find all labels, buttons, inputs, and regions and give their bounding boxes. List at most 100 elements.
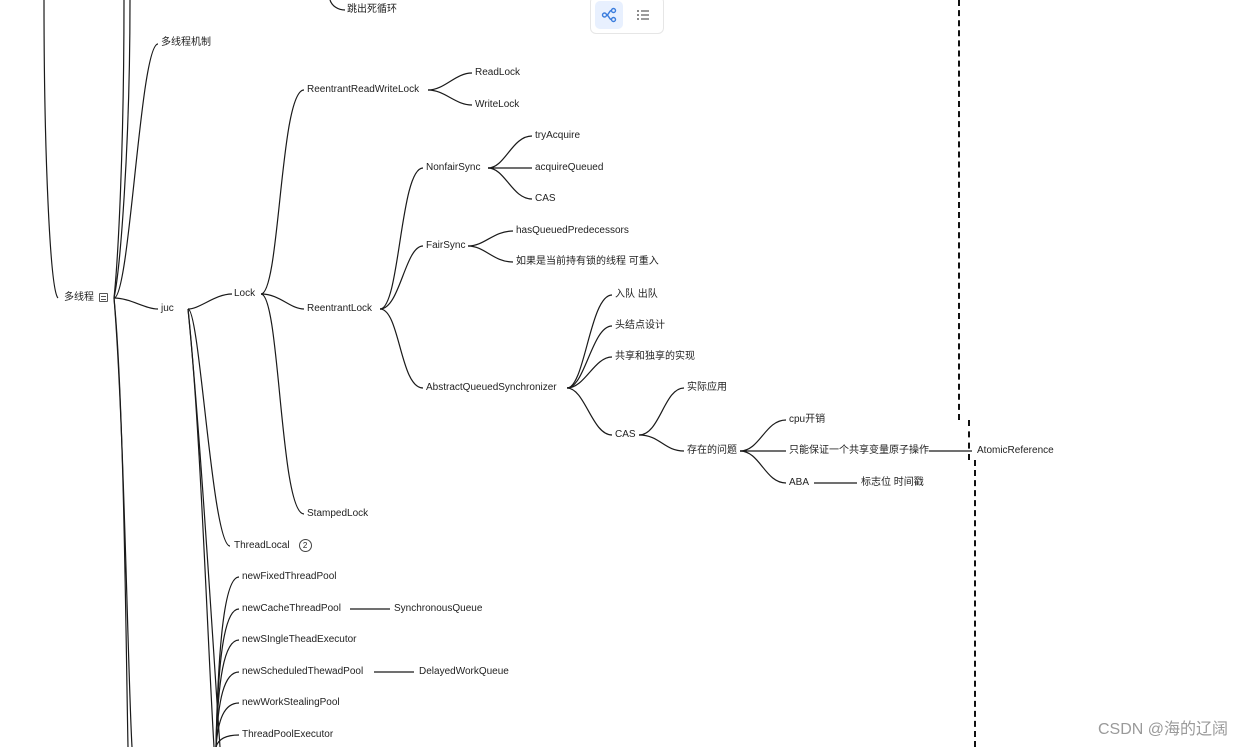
- node-stamped-lock[interactable]: StampedLock: [307, 507, 368, 521]
- node-root-multithread[interactable]: 多线程: [64, 291, 108, 305]
- node-label: Lock: [234, 288, 256, 299]
- node-label: CAS: [615, 429, 636, 440]
- node-problems[interactable]: 存在的问题: [687, 444, 737, 458]
- edge: [566, 325, 613, 389]
- edge: [427, 72, 473, 91]
- edge: [43, 0, 59, 299]
- node-label: acquireQueued: [535, 162, 604, 173]
- node-label: ThreadPoolExecutor: [242, 729, 334, 740]
- node-enqueue-dequeue[interactable]: 入队 出队: [615, 288, 658, 302]
- edge: [187, 308, 221, 747]
- node-thread-pool-executor[interactable]: ThreadPoolExecutor: [242, 728, 333, 742]
- node-label: 入队 出队: [615, 289, 658, 300]
- node-label: 多线程: [64, 292, 94, 303]
- edge: [467, 245, 514, 263]
- node-label: 多线程机制: [161, 37, 211, 48]
- edge: [427, 89, 473, 106]
- node-work-stealing-pool[interactable]: newWorkStealingPool: [242, 696, 340, 710]
- node-juc[interactable]: juc: [161, 302, 174, 316]
- node-cache-thread-pool[interactable]: newCacheThreadPool: [242, 602, 341, 616]
- node-label: StampedLock: [307, 508, 369, 519]
- node-reentrant-lock[interactable]: ReentrantLock: [307, 302, 372, 316]
- node-read-lock[interactable]: ReadLock: [475, 66, 520, 80]
- node-practical-use[interactable]: 实际应用: [687, 381, 727, 395]
- node-acquire-queued[interactable]: acquireQueued: [535, 161, 603, 175]
- edge: [215, 671, 240, 747]
- note-icon[interactable]: [99, 292, 108, 302]
- collapsed-count-badge[interactable]: 2: [298, 539, 312, 552]
- node-lock[interactable]: Lock: [234, 287, 255, 301]
- watermark: CSDN @海的辽阔: [1097, 721, 1228, 738]
- edge: [487, 135, 533, 169]
- edge: [739, 450, 787, 484]
- outline-view-button[interactable]: [629, 1, 657, 29]
- list-icon: [637, 10, 649, 20]
- node-fixed-thread-pool[interactable]: newFixedThreadPool: [242, 570, 337, 584]
- node-loop-exit[interactable]: 跳出死循环: [347, 3, 397, 17]
- node-shared-exclusive[interactable]: 共享和独享的实现: [615, 350, 695, 364]
- node-label: hasQueuedPredecessors: [516, 225, 629, 236]
- node-try-acquire[interactable]: tryAcquire: [535, 129, 580, 143]
- edge: [260, 89, 305, 295]
- node-reentrant-note[interactable]: 如果是当前持有锁的线程 可重入: [516, 255, 659, 269]
- node-synchronous-queue[interactable]: SynchronousQueue: [394, 602, 482, 616]
- node-label: newFixedThreadPool: [242, 571, 337, 582]
- edge: [215, 576, 240, 747]
- node-label: SynchronousQueue: [394, 603, 483, 614]
- edge: [638, 434, 685, 452]
- node-label: 标志位 时间戳: [861, 477, 924, 488]
- edge: [113, 43, 159, 299]
- view-toolbar: [590, 0, 664, 34]
- node-label: newScheduledThewadPool: [242, 666, 364, 677]
- edge: [638, 387, 685, 436]
- node-cpu-overhead[interactable]: cpu开销: [789, 413, 825, 427]
- node-delayed-work-queue[interactable]: DelayedWorkQueue: [419, 665, 509, 679]
- node-label: 存在的问题: [687, 445, 737, 456]
- node-label: 头结点设计: [615, 320, 665, 331]
- edge: [260, 293, 305, 515]
- edge: [113, 297, 129, 747]
- edge: [260, 293, 305, 310]
- node-label: DelayedWorkQueue: [419, 666, 509, 677]
- mindmap-view-button[interactable]: [595, 1, 623, 29]
- edge: [379, 308, 424, 389]
- node-label: AtomicReference: [977, 445, 1054, 456]
- dashed-separator: [958, 0, 960, 420]
- node-has-queued-predecessors[interactable]: hasQueuedPredecessors: [516, 224, 629, 238]
- edge: [467, 230, 514, 247]
- edge: [113, 0, 125, 299]
- node-label: juc: [161, 303, 174, 314]
- edge: [215, 734, 240, 747]
- node-atomic-reference[interactable]: AtomicReference: [977, 444, 1054, 458]
- node-cas-nonfair[interactable]: CAS: [535, 192, 556, 206]
- node-cas-aqs[interactable]: CAS: [615, 428, 636, 442]
- node-head-node-design[interactable]: 头结点设计: [615, 319, 665, 333]
- node-single-variable-atomic[interactable]: 只能保证一个共享变量原子操作: [789, 444, 929, 458]
- node-aqs[interactable]: AbstractQueuedSynchronizer: [426, 381, 557, 395]
- node-label: 跳出死循环: [347, 4, 397, 15]
- mindmap-icon: [601, 7, 617, 23]
- node-label: newWorkStealingPool: [242, 697, 340, 708]
- node-fair-sync[interactable]: FairSync: [426, 239, 465, 253]
- edge: [566, 387, 613, 436]
- node-label: cpu开销: [789, 414, 826, 425]
- node-label: ReentrantReadWriteLock: [307, 84, 420, 95]
- node-write-lock[interactable]: WriteLock: [475, 98, 519, 112]
- node-label: ReadLock: [475, 67, 521, 78]
- node-nonfair-sync[interactable]: NonfairSync: [426, 161, 480, 175]
- node-label: tryAcquire: [535, 130, 581, 141]
- node-reentrant-read-write-lock[interactable]: ReentrantReadWriteLock: [307, 83, 419, 97]
- node-single-thread-executor[interactable]: newSIngleTheadExecutor: [242, 633, 357, 647]
- node-flag-timestamp[interactable]: 标志位 时间戳: [861, 476, 924, 490]
- node-aba[interactable]: ABA: [789, 476, 809, 490]
- node-label: newSIngleTheadExecutor: [242, 634, 357, 645]
- node-multithread-mechanism[interactable]: 多线程机制: [161, 36, 211, 50]
- dashed-separator: [974, 460, 976, 747]
- node-label: AbstractQueuedSynchronizer: [426, 382, 557, 393]
- dashed-separator: [968, 420, 970, 460]
- node-scheduled-thread-pool[interactable]: newScheduledThewadPool: [242, 665, 363, 679]
- edge: [187, 293, 233, 310]
